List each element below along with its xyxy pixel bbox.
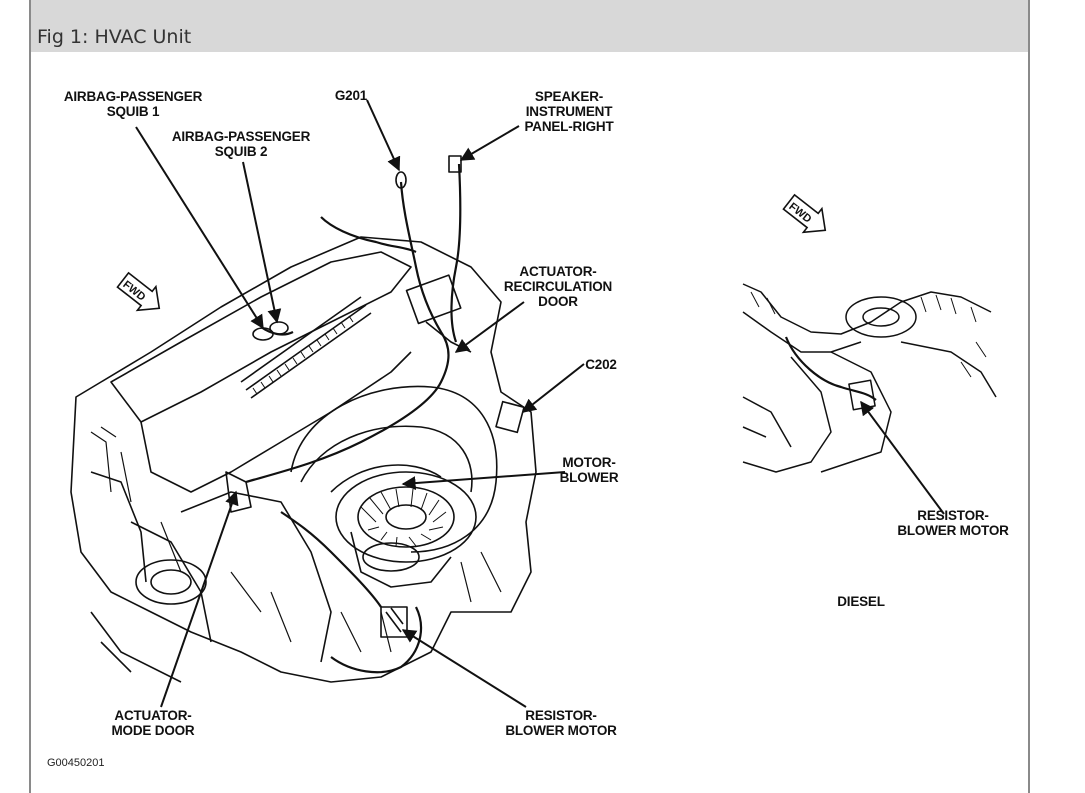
leader-g201 xyxy=(366,99,401,172)
figure-code: G00450201 xyxy=(47,757,105,769)
leader-speaker xyxy=(459,125,520,161)
hvac-unit-drawing xyxy=(70,155,537,683)
leader-resistor-main xyxy=(401,629,527,708)
label-diesel: DIESEL xyxy=(837,594,885,609)
leader-airbag-squib2 xyxy=(242,161,282,324)
diesel-inset-drawing xyxy=(742,283,997,473)
label-motor-blower: MOTOR-BLOWER xyxy=(559,455,619,485)
label-c202: C202 xyxy=(585,357,617,372)
fwd-arrow-left-icon: FWD xyxy=(116,271,161,312)
figure-header: Fig 1: HVAC Unit xyxy=(31,0,1028,52)
figure-frame: Fig 1: HVAC Unit xyxy=(29,0,1030,793)
label-resistor-main: RESISTOR-BLOWER MOTOR xyxy=(505,708,617,738)
leader-resistor-diesel xyxy=(860,400,945,515)
leader-c202 xyxy=(521,363,585,413)
fwd-arrow-right-icon: FWD xyxy=(782,193,827,234)
label-actuator-mode: ACTUATOR-MODE DOOR xyxy=(111,708,195,738)
hvac-line-art: FWD FWD xyxy=(70,99,997,708)
label-g201: G201 xyxy=(334,88,368,103)
figure-caption: Fig 1: HVAC Unit xyxy=(37,26,192,48)
leader-actuator-recirc xyxy=(454,301,525,353)
leader-lines xyxy=(135,99,945,708)
label-resistor-diesel: RESISTOR-BLOWER MOTOR xyxy=(897,508,1009,538)
leader-motor-blower xyxy=(401,471,566,491)
leader-airbag-squib1 xyxy=(135,126,264,330)
leader-actuator-mode xyxy=(160,490,239,708)
